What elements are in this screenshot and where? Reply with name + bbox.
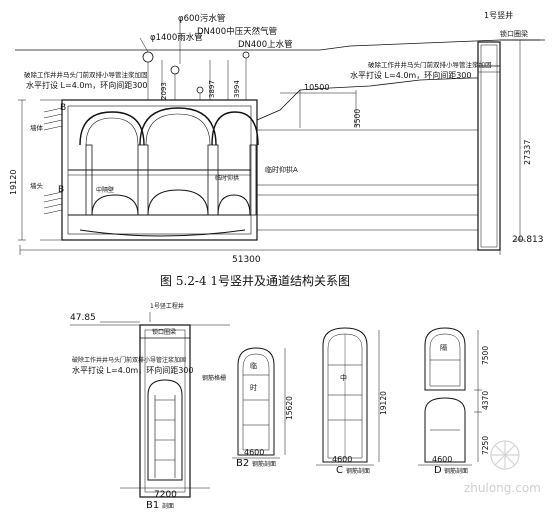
pipe-rain-icon xyxy=(142,51,154,63)
height-d2: 4370 xyxy=(481,391,490,410)
height-c: 19120 xyxy=(379,391,388,415)
section-d: D xyxy=(434,465,442,476)
height-d1: 7500 xyxy=(481,346,490,365)
label-left-side: 墙体 xyxy=(30,123,44,132)
d-cell-1: 隔 xyxy=(440,343,447,352)
top-lock-label: 锁口圈梁 xyxy=(500,29,528,38)
section-b1-label: 剖面 xyxy=(162,502,174,510)
b2-cell-1: 临 xyxy=(250,361,257,370)
dim-20813: 20.813 xyxy=(512,235,544,245)
label-b-upper: B xyxy=(60,103,66,113)
width-b2: 4600 xyxy=(244,448,264,457)
height-d3: 7250 xyxy=(481,436,490,455)
bottom-lock-label: 锁口圈梁 xyxy=(152,328,176,336)
pipe-gas-icon xyxy=(196,86,204,94)
bottom-cross-sections xyxy=(70,312,482,498)
bottom-pipe-note: 钢筋格栅 xyxy=(202,374,226,382)
top-note-right-1: 破除工作井井马头门前双排小导管注浆加固 xyxy=(368,60,492,69)
figure-caption: 图 5.2-4 1号竖井及通道结构关系图 xyxy=(160,273,350,288)
top-longitudinal-section xyxy=(15,20,545,255)
label-diaphragm: 临时仰拱 xyxy=(215,174,239,182)
width-d: 4600 xyxy=(432,455,452,464)
dim-2093: 2093 xyxy=(160,82,168,100)
section-b2-label: 钢筋剖面 xyxy=(252,460,276,468)
height-b2: 15620 xyxy=(285,396,294,420)
section-b2: B2 xyxy=(236,458,249,469)
dim-51300: 51300 xyxy=(232,255,261,265)
section-d-label: 钢筋剖面 xyxy=(444,467,468,475)
dim-10500: 10500 xyxy=(304,83,329,92)
pipe-sewer-label: φ600污水管 xyxy=(178,13,225,24)
b2-cell-2: 时 xyxy=(250,383,257,392)
bottom-shaft-label: 1号竖工程井 xyxy=(150,302,184,310)
top-note-left-1: 破除工作井井马头门前双排小导管注浆加固 xyxy=(24,70,148,79)
top-note-left-2: 水平打设 L=4.0m，环向间距300 xyxy=(26,80,148,90)
label-middle-wall: 中隔壁 xyxy=(96,186,114,194)
pipe-water-icon xyxy=(242,51,250,59)
section-b1: B1 xyxy=(146,500,159,511)
width-b1: 7200 xyxy=(154,490,177,500)
dim-27337: 27337 xyxy=(523,140,532,165)
label-a: 临时仰拱A xyxy=(265,165,298,174)
section-c-label: 钢筋剖面 xyxy=(346,467,370,475)
dim-19120: 19120 xyxy=(9,170,18,195)
bottom-elevation: 47.85 xyxy=(70,313,96,323)
width-c: 4600 xyxy=(332,455,352,464)
dim-3897: 3897 xyxy=(208,80,216,98)
dim-3994: 3994 xyxy=(233,80,241,98)
section-c: C xyxy=(336,465,343,476)
bottom-drawing-labels: 1号竖工程井 47.85 锁口圈梁 破除工作井井马头门前双排小导管注浆加固 水平… xyxy=(70,302,490,511)
c-cell-1: 中 xyxy=(340,373,347,382)
top-drawing-labels: φ1400雨水管 φ600污水管 DN400中压天然气管 DN400上水管 1号… xyxy=(9,10,544,265)
top-shaft-label: 1号竖井 xyxy=(484,10,513,20)
watermark-text: zhulong.com xyxy=(464,481,541,495)
label-left-side-2: 墙头 xyxy=(30,181,44,190)
dim-3500: 3500 xyxy=(353,109,362,128)
pipe-rain-label: φ1400雨水管 xyxy=(150,32,203,43)
pipe-sewer-icon xyxy=(170,65,180,75)
bottom-note-1: 破除工作井井马头门前双排小导管注浆加固 xyxy=(72,356,186,364)
label-b-lower: B xyxy=(58,185,64,195)
pipe-gas-label: DN400中压天然气管 xyxy=(197,26,277,37)
top-note-right-2: 水平打设 L=4.0m，环向间距300 xyxy=(350,70,472,80)
watermark: zhulong.com xyxy=(464,440,541,495)
bottom-note-2: 水平打设 L=4.0m，环向间距300 xyxy=(72,365,194,375)
pipe-water-label: DN400上水管 xyxy=(238,39,293,50)
watermark-logo-icon xyxy=(490,440,520,470)
